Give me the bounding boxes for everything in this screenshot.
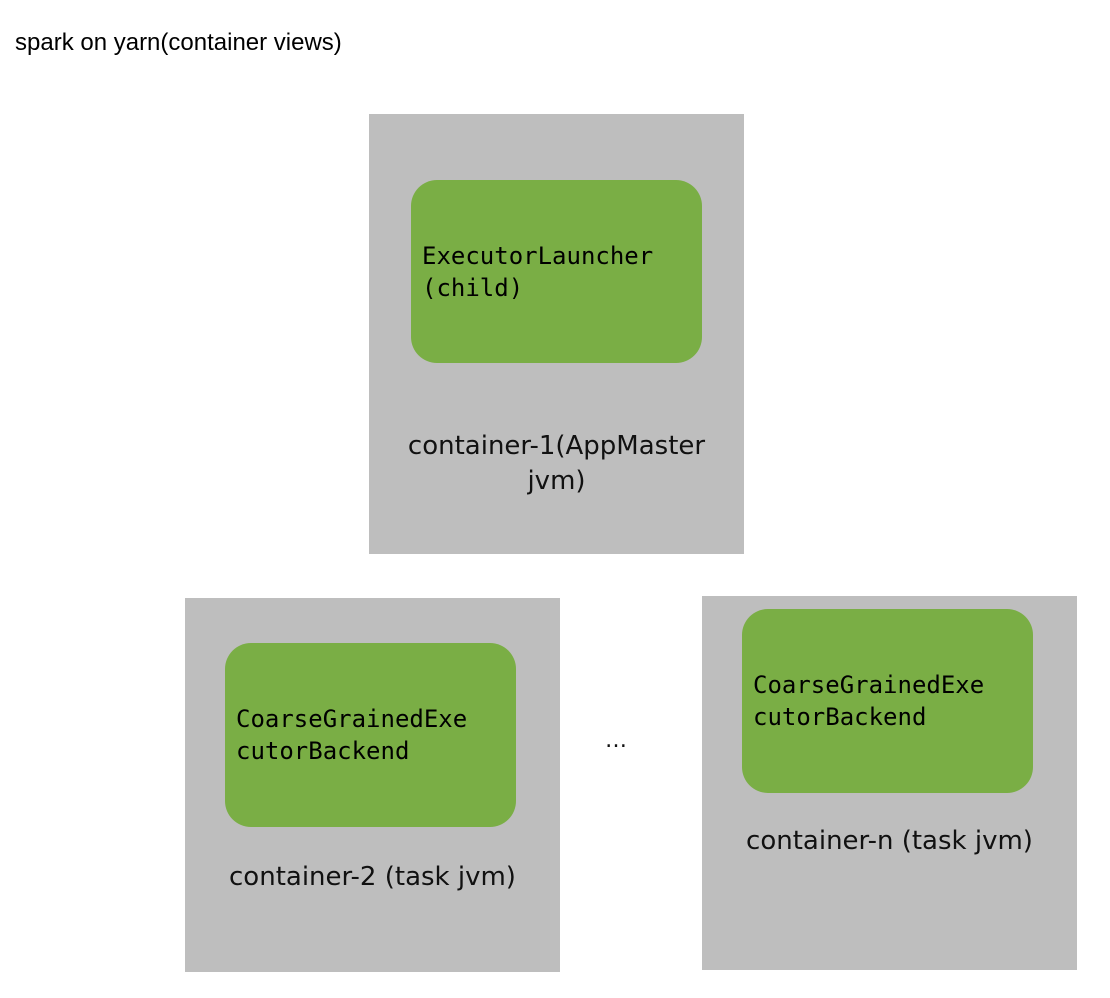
coarse-grained-executor-backend-box: CoarseGrainedExe cutorBackend xyxy=(742,609,1033,793)
ellipsis-text: … xyxy=(605,728,627,753)
executor-label-line-1: ExecutorLauncher xyxy=(422,241,654,270)
container-2-caption: container-2 (task jvm) xyxy=(185,860,560,895)
diagram-title: spark on yarn(container views) xyxy=(15,29,342,56)
container-n-caption: container-n (task jvm) xyxy=(702,824,1077,859)
container-n-caption-line-1: container-n (task jvm) xyxy=(746,826,1033,856)
executor-label-line-2: cutorBackend xyxy=(753,703,927,731)
executor-label-line-1: CoarseGrainedExe xyxy=(236,705,468,733)
executor-label-line-1: CoarseGrainedExe xyxy=(753,671,985,699)
executor-launcher-box: ExecutorLauncher (child) xyxy=(411,180,702,363)
executor-label-line-2: cutorBackend xyxy=(236,737,410,765)
container-2-caption-line-1: container-2 (task jvm) xyxy=(229,862,516,892)
container-1-caption: container-1(AppMaster jvm) xyxy=(369,429,744,499)
container-1-caption-line-2: jvm) xyxy=(527,466,586,496)
coarse-grained-executor-backend-box: CoarseGrainedExe cutorBackend xyxy=(225,643,516,827)
container-1-caption-line-1: container-1(AppMaster xyxy=(407,431,706,461)
executor-label-line-2: (child) xyxy=(422,273,524,302)
